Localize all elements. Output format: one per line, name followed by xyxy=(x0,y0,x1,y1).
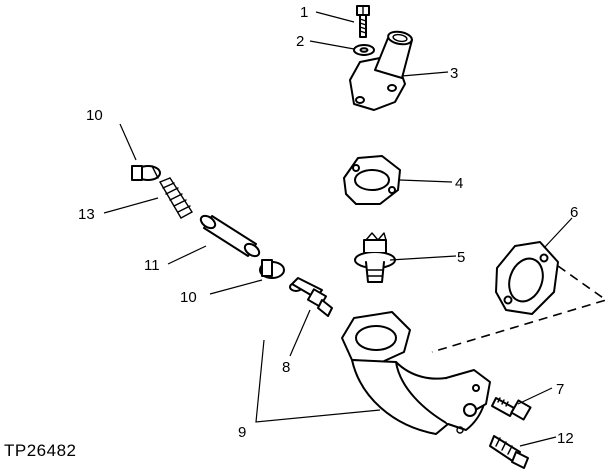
spring-part-13 xyxy=(159,177,193,219)
callout-labels: 1 2 3 4 5 6 7 8 9 10 10 11 12 13 xyxy=(78,4,578,447)
callout-12: 12 xyxy=(557,430,574,447)
cap-screw-part-7 xyxy=(491,397,532,421)
fitting-part-8 xyxy=(289,277,333,317)
plug-part-12 xyxy=(489,435,529,469)
water-pipe-part-9 xyxy=(341,311,491,435)
callout-4: 4 xyxy=(455,175,463,192)
callout-10-upper: 10 xyxy=(86,107,103,124)
callout-6: 6 xyxy=(570,204,578,221)
thermostat-part-5 xyxy=(354,232,396,283)
gasket-part-6 xyxy=(495,241,559,315)
assembly-dashed-line xyxy=(431,265,608,353)
callout-8: 8 xyxy=(282,359,290,376)
hose-clamp-part-10-lower xyxy=(259,259,285,279)
callout-7: 7 xyxy=(556,381,564,398)
hose-part-11 xyxy=(199,214,261,258)
callout-2: 2 xyxy=(296,33,304,50)
gasket-part-4 xyxy=(343,155,401,205)
hose-clamp-part-10-upper xyxy=(131,165,161,181)
leader-lines xyxy=(103,11,573,447)
callout-13: 13 xyxy=(78,206,95,223)
water-outlet-part-3 xyxy=(349,30,413,111)
washer-part-2 xyxy=(353,44,375,56)
callout-10-lower: 10 xyxy=(180,289,197,306)
cap-screw-part-1 xyxy=(356,5,370,38)
callout-3: 3 xyxy=(450,65,458,82)
callout-11: 11 xyxy=(144,257,160,274)
callout-9: 9 xyxy=(238,424,246,441)
figure-id: TP26482 xyxy=(4,441,77,460)
callout-5: 5 xyxy=(457,249,465,266)
callout-1: 1 xyxy=(300,4,308,21)
